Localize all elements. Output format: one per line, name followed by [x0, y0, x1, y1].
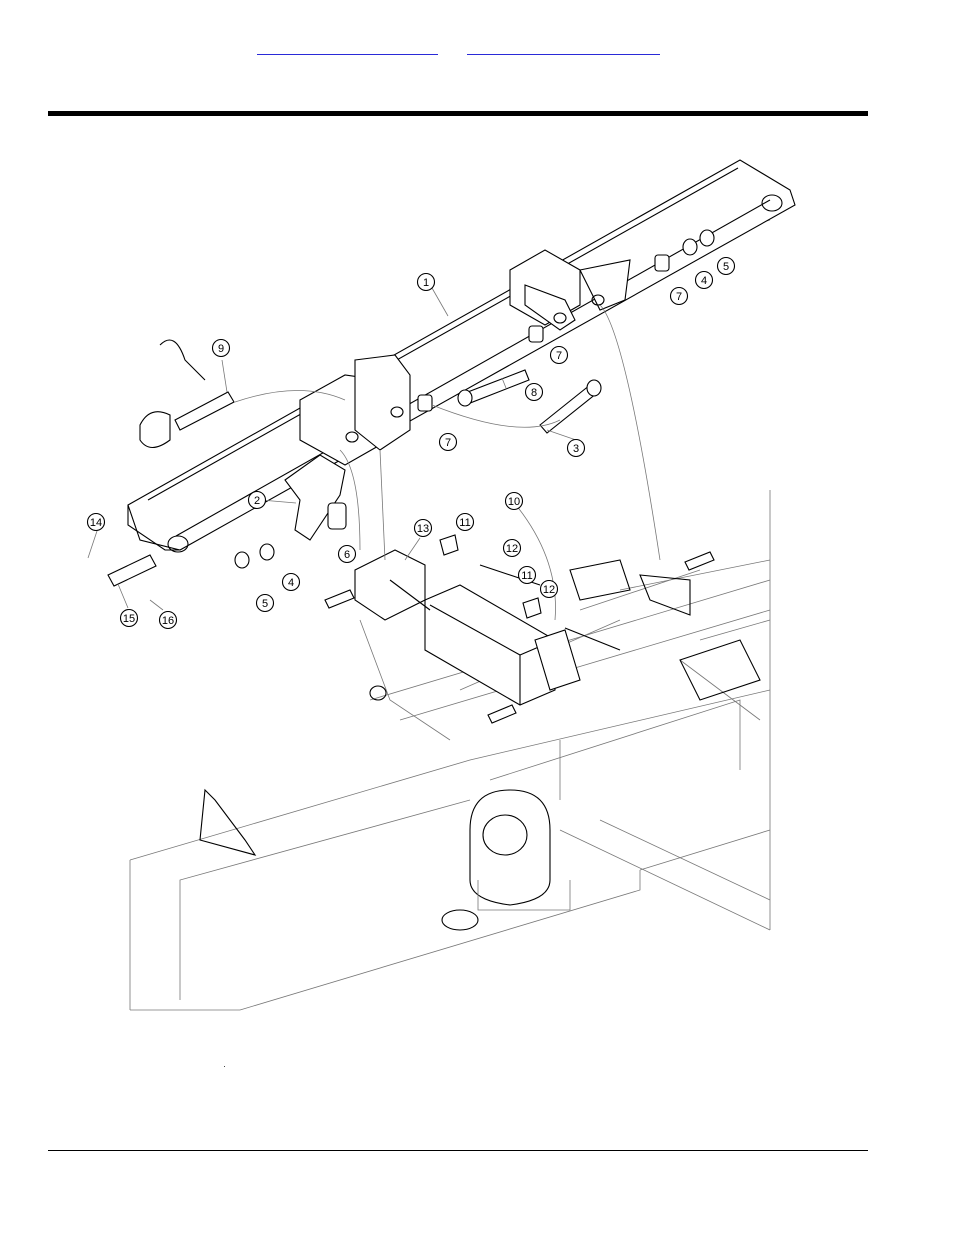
header-link-left[interactable] — [257, 40, 438, 55]
callout-13: 13 — [415, 520, 432, 537]
svg-text:12: 12 — [506, 543, 518, 555]
svg-text:8: 8 — [531, 387, 537, 399]
header-link-right[interactable] — [467, 40, 660, 55]
speck — [224, 1066, 225, 1067]
callout-2: 2 — [249, 492, 266, 509]
svg-text:7: 7 — [556, 350, 562, 362]
callout-5: 5 — [257, 595, 274, 612]
parts-diagram: 1 2 3 4 4 5 5 6 7 7 7 8 9 10 11 11 12 12… — [60, 140, 820, 1040]
callout-7: 7 — [551, 347, 568, 364]
callout-7: 7 — [440, 434, 457, 451]
callout-4: 4 — [283, 574, 300, 591]
callout-9: 9 — [213, 340, 230, 357]
callout-6: 6 — [339, 546, 356, 563]
callout-16: 16 — [160, 612, 177, 629]
svg-text:9: 9 — [218, 343, 224, 355]
callout-11: 11 — [519, 567, 536, 584]
svg-text:2: 2 — [254, 495, 260, 507]
callout-15: 15 — [121, 610, 138, 627]
svg-text:15: 15 — [123, 613, 135, 625]
callout-12: 12 — [541, 581, 558, 598]
main-bar — [128, 160, 795, 552]
svg-text:5: 5 — [262, 598, 268, 610]
svg-text:1: 1 — [423, 277, 429, 289]
svg-text:14: 14 — [90, 517, 102, 529]
callout-5: 5 — [718, 258, 735, 275]
svg-text:11: 11 — [521, 570, 532, 582]
callout-4: 4 — [696, 272, 713, 289]
svg-text:7: 7 — [676, 291, 682, 303]
callout-3: 3 — [568, 440, 585, 457]
callout-7: 7 — [671, 288, 688, 305]
callout-10: 10 — [506, 493, 523, 510]
svg-text:6: 6 — [344, 549, 350, 561]
callout-8: 8 — [526, 384, 543, 401]
svg-text:5: 5 — [723, 261, 729, 273]
svg-text:4: 4 — [701, 275, 707, 287]
svg-text:4: 4 — [288, 577, 294, 589]
callout-12: 12 — [504, 540, 521, 557]
svg-text:12: 12 — [543, 584, 555, 596]
svg-text:10: 10 — [508, 496, 520, 508]
callout-11: 11 — [457, 514, 474, 531]
svg-text:3: 3 — [573, 443, 579, 455]
svg-text:13: 13 — [417, 523, 429, 535]
callout-14: 14 — [88, 514, 105, 531]
callout-1: 1 — [418, 274, 435, 291]
svg-text:11: 11 — [459, 517, 470, 529]
svg-text:16: 16 — [162, 615, 174, 627]
footer-rule — [48, 1150, 868, 1151]
header-rule — [48, 111, 868, 116]
svg-text:7: 7 — [445, 437, 451, 449]
